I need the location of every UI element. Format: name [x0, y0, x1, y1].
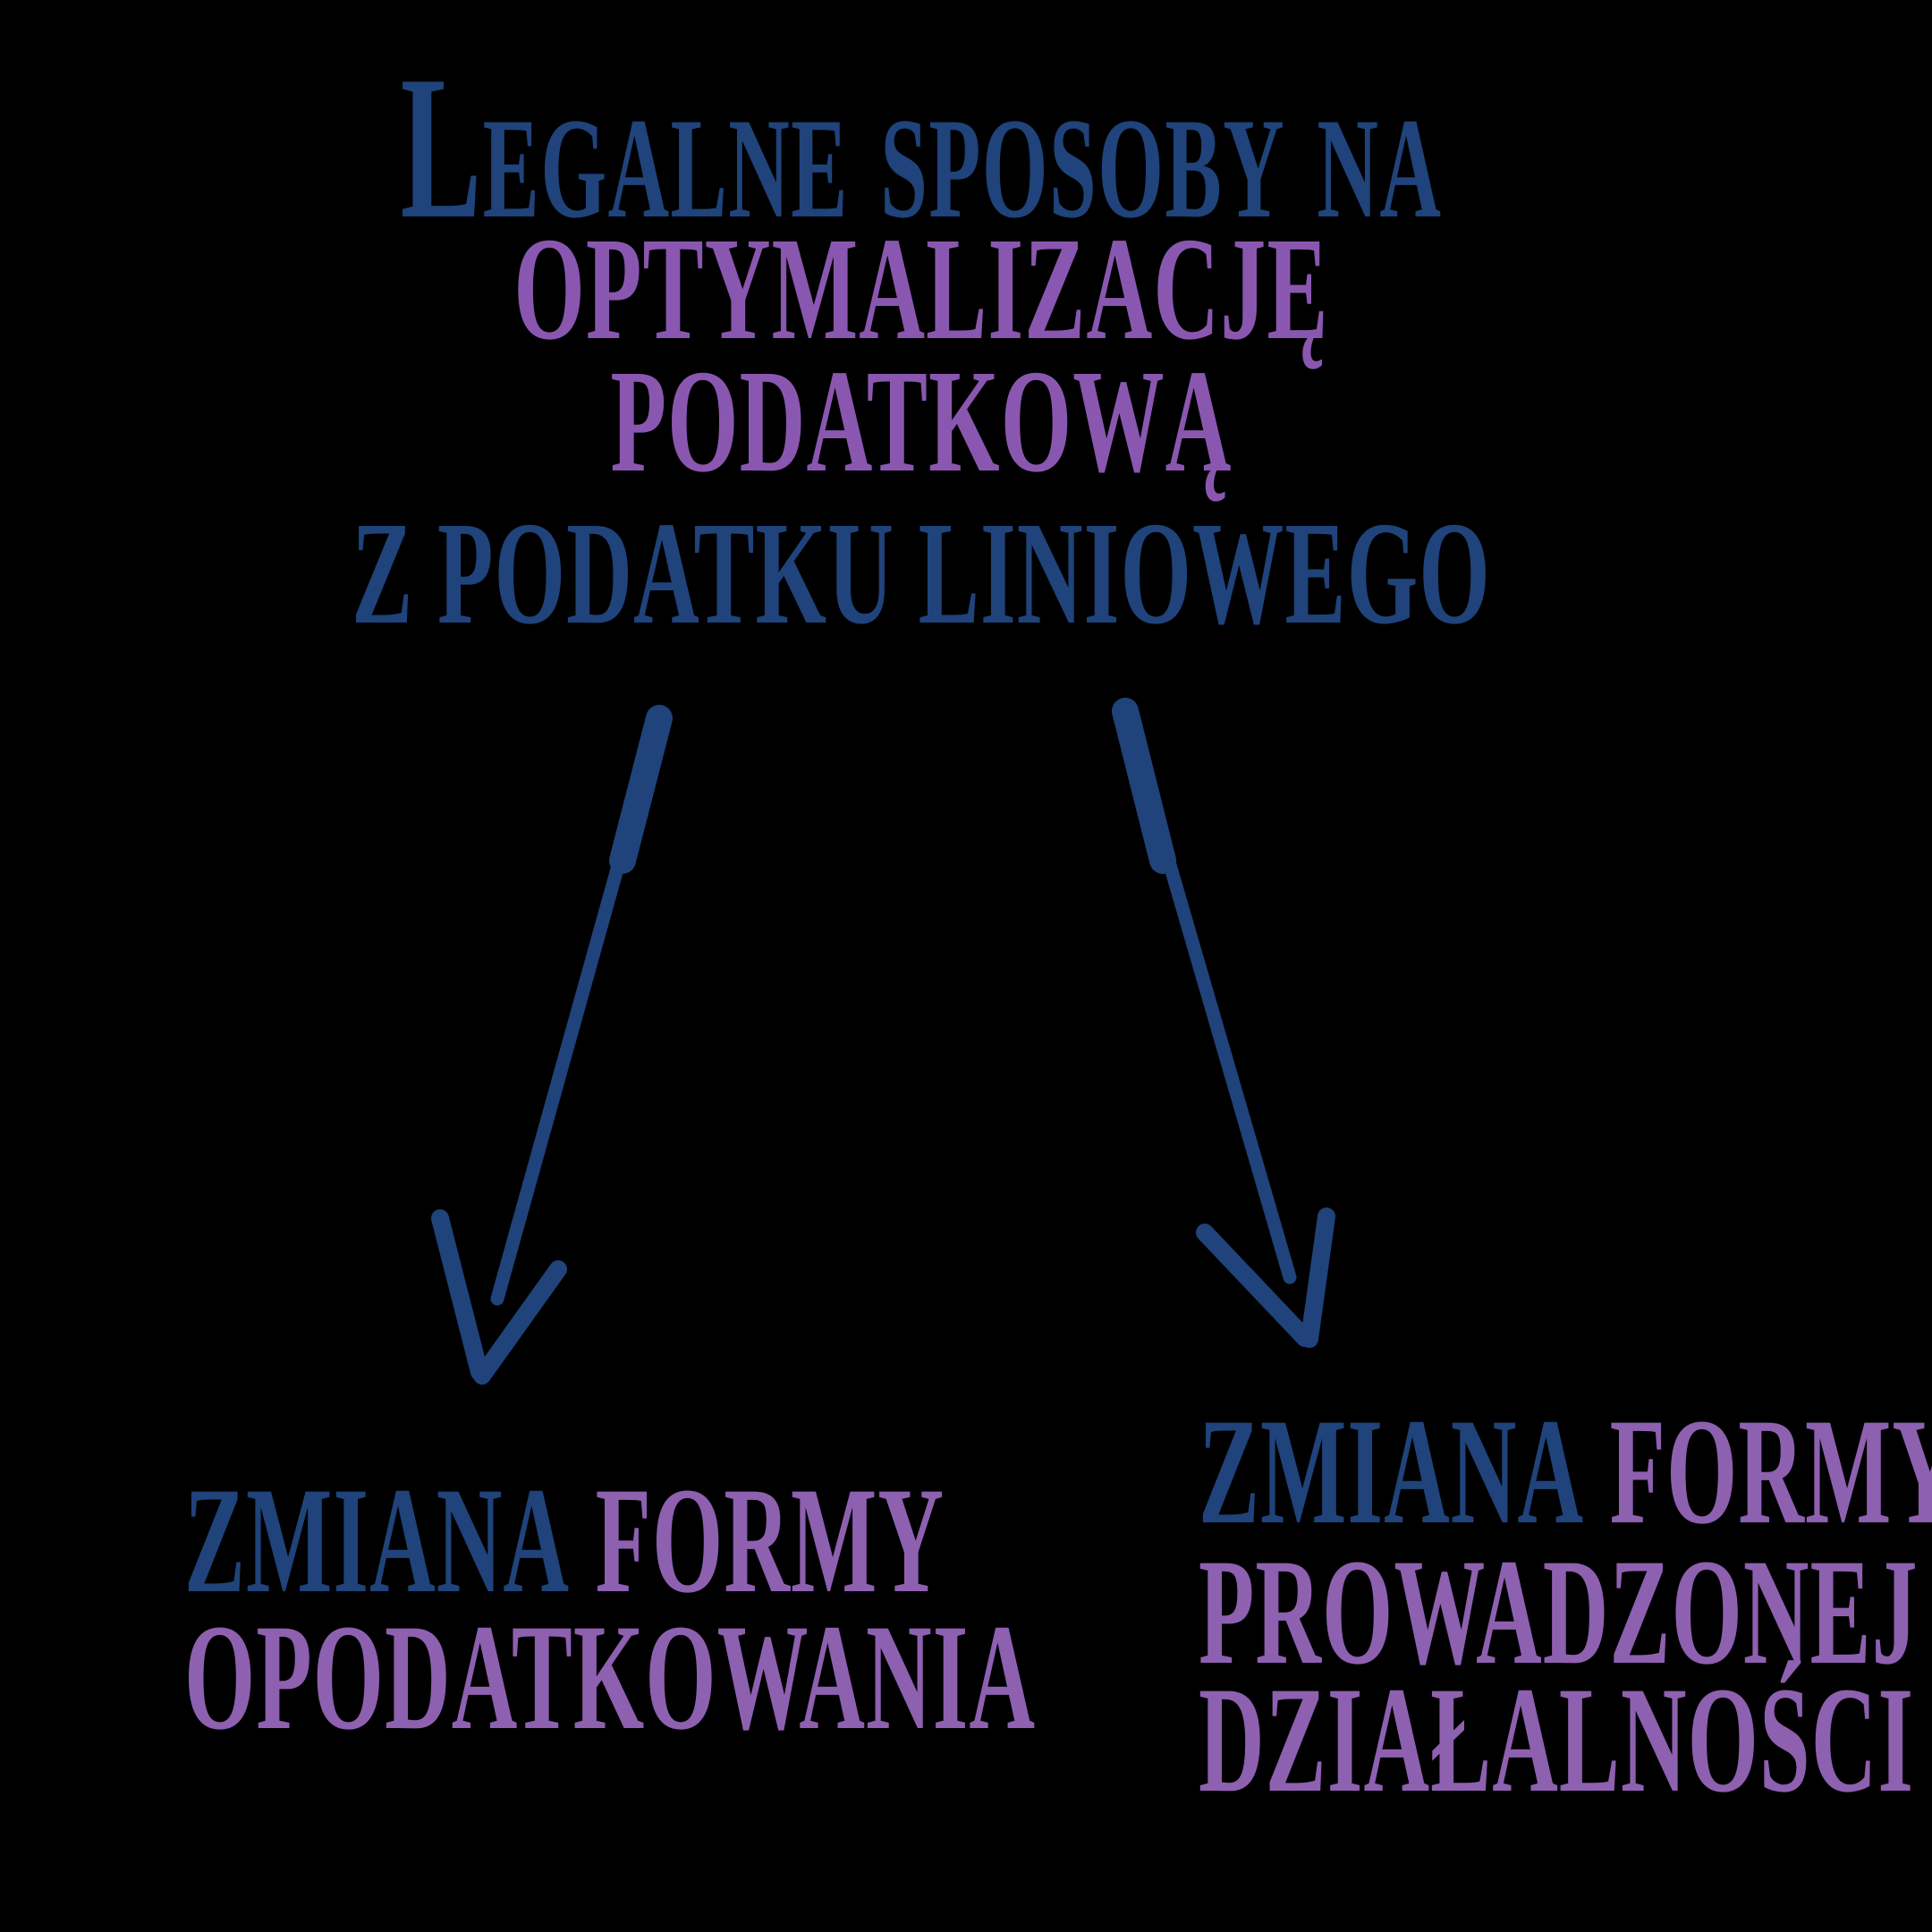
branch-right-word-formy: FORMY	[1609, 1387, 1932, 1555]
branch-left-word-zmiana: ZMIANA	[184, 1456, 571, 1624]
page-title-line-2: OPTYMALIZACJĘ	[513, 207, 1329, 370]
branch-left-word-formy: FORMY	[595, 1456, 945, 1624]
page-title-line-4: Z PODATKU LINIOWEGO	[352, 491, 1491, 655]
branch-left-line-2: OPODATKOWANIA	[184, 1593, 1037, 1761]
branch-right-word-zmiana: ZMIANA	[1199, 1387, 1585, 1555]
arrow-down-left-icon	[431, 705, 673, 1385]
page-title-line-1: Legalne sposoby na	[400, 33, 1443, 261]
page-title-line-3: PODATKOWĄ	[610, 339, 1233, 503]
arrow-down-right-icon	[1112, 698, 1335, 1348]
branch-right-line-3: DZIAŁALNOŚCI	[1199, 1656, 1915, 1824]
